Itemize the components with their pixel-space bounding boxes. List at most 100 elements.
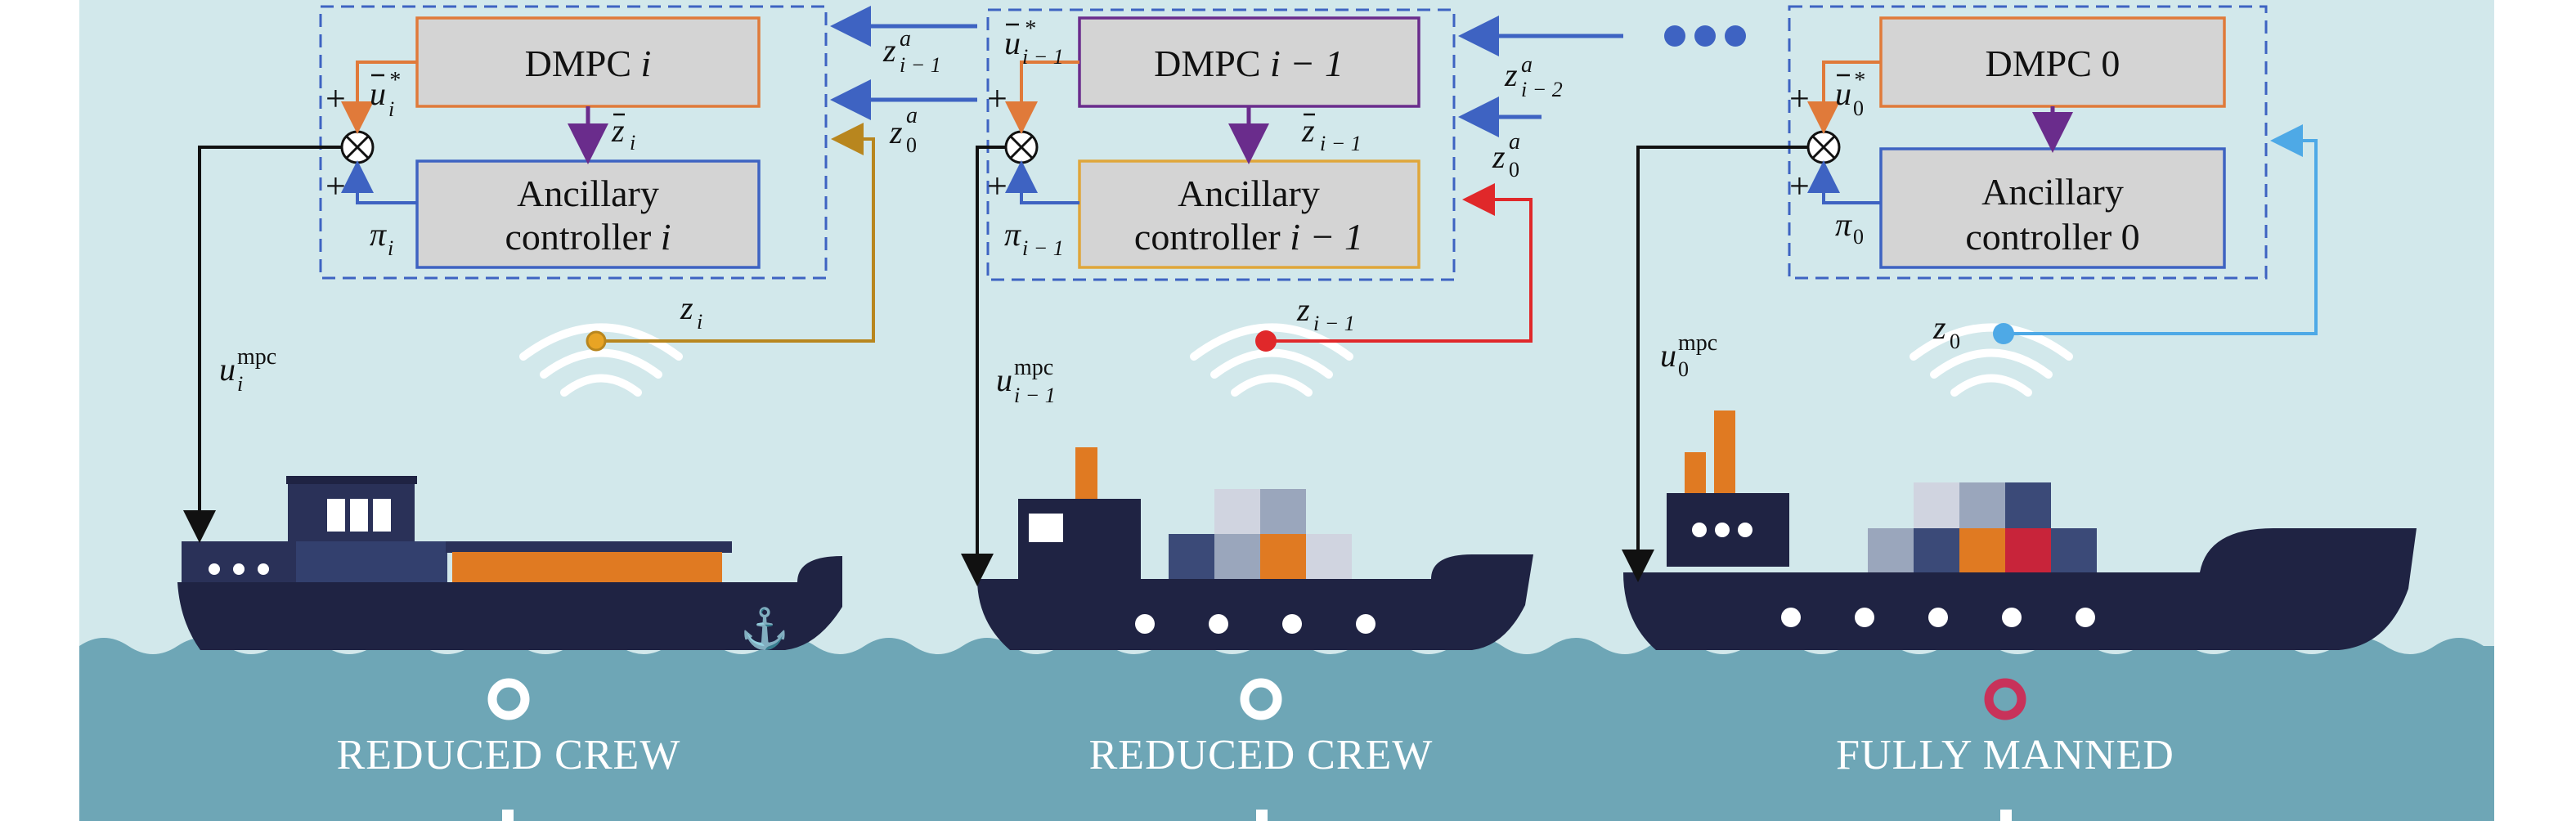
summing-junction-0 [1806, 130, 1841, 164]
svg-text:u: u [996, 361, 1012, 398]
svg-text:u: u [370, 75, 386, 112]
arrow-z-i-feedback [596, 123, 875, 343]
svg-text:a: a [1509, 129, 1520, 155]
svg-text:controller i: controller i [505, 216, 671, 258]
label-z-bar-i-minus-1: z i − 1 [1301, 112, 1362, 155]
svg-text:controller 0: controller 0 [1965, 216, 2139, 258]
plus-sign: + [987, 79, 1008, 119]
svg-text:i: i [630, 131, 635, 155]
plus-sign: + [987, 166, 1008, 206]
svg-text:z: z [1301, 112, 1315, 149]
svg-text:mpc: mpc [1678, 330, 1717, 356]
label-z-a-i-minus-2: z a i − 2 [1504, 52, 1563, 101]
arrow-pi-0 [1807, 160, 1881, 204]
svg-text:i: i [237, 372, 243, 396]
ship-0-crew-label: FULLY MANNED [1836, 732, 2174, 778]
svg-text:π: π [370, 216, 387, 253]
label-z-bar-i: z i [611, 112, 635, 155]
arrow-z-0-feedback [2004, 124, 2318, 335]
svg-text:i: i [388, 97, 394, 121]
crew-ring-icon [487, 678, 530, 720]
svg-text:0: 0 [1509, 158, 1519, 182]
svg-text:0: 0 [1853, 225, 1864, 249]
svg-text:Ancillary: Ancillary [1981, 171, 2124, 213]
label-z-0-a-into-i-minus-1: z a 0 [1492, 129, 1520, 182]
label-z-0-feedback: z 0 [1932, 309, 1960, 353]
ellipsis-icon [1664, 25, 1746, 47]
svg-text:i − 1: i − 1 [1022, 45, 1064, 69]
svg-text:u: u [219, 351, 236, 388]
arrow-u-mpc-i [183, 146, 342, 543]
label-z-i-feedback: z i [680, 289, 702, 334]
label-u-mpc-i-minus-1: u mpc i − 1 [996, 355, 1056, 407]
plus-sign: + [1789, 79, 1810, 119]
dmpc-i-block: DMPC i [415, 16, 761, 108]
wifi-signal-icon [1910, 323, 2073, 397]
ship-vessel-0 [1623, 410, 2417, 650]
label-u-bar-star-i: u * i [370, 68, 400, 121]
svg-text:u: u [1004, 25, 1021, 61]
svg-text:z: z [1504, 56, 1518, 93]
label-z-0-a-into-i: z a 0 [889, 103, 918, 157]
label-pi-i: π i [370, 216, 393, 260]
anchor-icon: ⚓ [740, 606, 789, 651]
arrow-u-star-0 [1807, 61, 1881, 134]
ancillary-controller-0-block: Ancillary controller 0 [1879, 147, 2226, 269]
svg-text:a: a [1521, 52, 1533, 78]
svg-text:z: z [1492, 138, 1506, 175]
svg-text:i − 1: i − 1 [1022, 236, 1064, 260]
sea-water [79, 638, 2494, 821]
svg-text:mpc: mpc [237, 344, 276, 370]
svg-text:*: * [1024, 16, 1035, 42]
label-u-bar-star-i-minus-1: u * i − 1 [1004, 16, 1064, 69]
svg-text:π: π [1004, 216, 1021, 253]
arrow-u-mpc-i-minus-1 [961, 146, 1006, 586]
svg-text:DMPC 0: DMPC 0 [1986, 43, 2120, 84]
svg-text:mpc: mpc [1014, 355, 1053, 380]
label-z-a-i-minus-1: z a i − 1 [882, 26, 941, 77]
ship-i-cargo [452, 552, 722, 582]
sensor-dot-i-minus-1 [1255, 330, 1277, 352]
ancillary-controller-i-block: Ancillary controller i [415, 159, 761, 269]
ancillary-controller-i-minus-1-block: Ancillary controller i − 1 [1078, 159, 1420, 269]
arrow-u-star-i [341, 61, 417, 134]
ship-i-minus-1-hull [977, 554, 1533, 650]
ship-i-crew-label: REDUCED CREW [337, 732, 681, 778]
svg-text:DMPC i: DMPC i [525, 43, 652, 84]
svg-text:0: 0 [1950, 330, 1960, 353]
label-z-i-minus-1-feedback: z i − 1 [1296, 291, 1355, 335]
wifi-signal-icon [519, 323, 683, 397]
svg-text:i − 1: i − 1 [1014, 384, 1056, 407]
svg-text:z: z [1296, 291, 1310, 328]
crew-ring-icon [1984, 678, 2026, 720]
controller-group-i-minus-1 [986, 8, 1456, 281]
svg-text:u: u [1835, 75, 1851, 112]
svg-text:z: z [611, 112, 625, 149]
plus-sign: + [325, 79, 346, 119]
svg-text:i: i [697, 310, 702, 334]
svg-text:*: * [1853, 68, 1865, 93]
summing-junction-i-minus-1 [1004, 130, 1039, 164]
crew-ring-icon [1240, 678, 1282, 720]
svg-text:Ancillary: Ancillary [1178, 173, 1320, 214]
controller-group-i [319, 5, 828, 280]
label-u-mpc-0: u mpc 0 [1660, 330, 1717, 381]
plus-sign: + [1789, 166, 1810, 206]
ship-i-hull [177, 556, 842, 650]
svg-text:i − 1: i − 1 [1313, 312, 1355, 335]
label-pi-i-minus-1: π i − 1 [1004, 216, 1064, 260]
wifi-signal-icon [1190, 323, 1353, 397]
svg-text:z: z [882, 32, 896, 69]
svg-text:controller i − 1: controller i − 1 [1134, 216, 1363, 258]
svg-text:*: * [388, 68, 400, 93]
ship-0-hull [1623, 528, 2417, 650]
sensor-dot-i [586, 330, 607, 352]
dmpc-i-minus-1-block: DMPC i − 1 [1078, 16, 1420, 108]
svg-text:0: 0 [1853, 96, 1864, 120]
svg-text:0: 0 [906, 133, 917, 157]
ship-vessel-i: ⚓ [177, 476, 842, 651]
sensor-dot-0 [1993, 323, 2014, 344]
dmpc-0-block: DMPC 0 [1879, 16, 2226, 108]
svg-text:i − 1: i − 1 [1320, 132, 1362, 155]
